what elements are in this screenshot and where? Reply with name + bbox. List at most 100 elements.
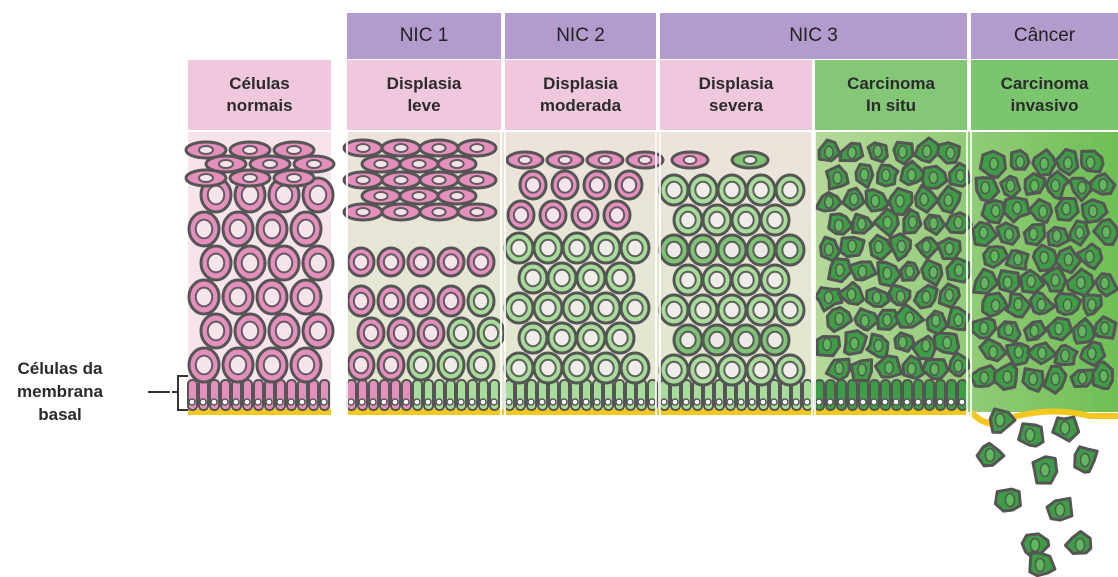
cancer-nucleus — [882, 169, 890, 181]
nucleus — [744, 156, 757, 164]
cancer-nucleus — [980, 372, 988, 384]
cancer-nucleus — [980, 322, 988, 334]
nucleus — [287, 174, 301, 182]
nucleus — [196, 220, 213, 239]
cancer-nucleus — [944, 194, 952, 206]
basal-nucleus — [616, 399, 622, 405]
cancer-nucleus — [905, 312, 913, 324]
basal-nucleus — [550, 399, 556, 405]
basal-nucleus — [211, 399, 217, 405]
nucleus — [298, 288, 315, 307]
nucleus — [230, 220, 247, 239]
basal-nucleus — [403, 399, 409, 405]
basal-nucleus — [561, 399, 567, 405]
basal-nucleus — [782, 399, 788, 405]
basal-nucleus — [299, 399, 305, 405]
nucleus — [782, 242, 797, 259]
nucleus — [310, 322, 327, 341]
cancer-nucleus — [1003, 371, 1011, 383]
nucleus — [753, 302, 768, 319]
nucleus — [724, 182, 739, 199]
cancer-nucleus — [1051, 179, 1059, 191]
basal-nucleus — [937, 399, 943, 405]
nucleus — [470, 208, 483, 216]
cancer-nucleus — [1014, 298, 1022, 310]
basal-nucleus — [277, 399, 283, 405]
nucleus — [276, 186, 293, 205]
cancer-nucleus — [990, 250, 998, 262]
nucleus — [414, 293, 428, 310]
nucleus — [230, 356, 247, 375]
cancer-nucleus — [979, 227, 987, 239]
cancer-nucleus — [885, 362, 893, 374]
cancer-nucleus — [929, 217, 937, 229]
nucleus — [470, 176, 483, 184]
nucleus — [724, 242, 739, 259]
cancer-nucleus — [1055, 504, 1064, 517]
nucleus — [598, 360, 613, 377]
basal-nucleus — [594, 399, 600, 405]
cancer-nucleus — [980, 277, 988, 289]
cancer-nucleus — [873, 292, 881, 304]
cancer-nucleus — [1101, 322, 1109, 334]
nucleus — [695, 242, 710, 259]
nucleus — [540, 360, 555, 377]
nucleus — [738, 212, 753, 229]
cancer-nucleus — [1038, 347, 1046, 359]
nucleus — [356, 208, 369, 216]
nucleus — [540, 240, 555, 257]
nucleus — [666, 302, 681, 319]
basal-nucleus — [370, 399, 376, 405]
cancer-nucleus — [847, 288, 855, 300]
basal-nucleus — [539, 399, 545, 405]
basal-nucleus — [672, 399, 678, 405]
basal-nucleus — [517, 399, 523, 405]
nucleus — [264, 220, 281, 239]
nucleus — [680, 212, 695, 229]
cancer-nucleus — [945, 242, 953, 254]
nucleus — [450, 160, 463, 168]
cancer-nucleus — [898, 146, 906, 158]
basal-nucleus — [627, 399, 633, 405]
basal-nucleus — [638, 399, 644, 405]
cancer-nucleus — [946, 147, 954, 159]
cancer-nucleus — [908, 216, 916, 228]
cancer-nucleus — [955, 264, 963, 276]
basal-nucleus — [255, 399, 261, 405]
nucleus — [384, 254, 398, 269]
cancer-nucleus — [929, 172, 937, 184]
nucleus — [612, 330, 627, 347]
cancer-nucleus — [981, 182, 989, 194]
nucleus — [243, 174, 257, 182]
cancer-nucleus — [1051, 373, 1059, 385]
nucleus — [394, 208, 407, 216]
cancer-nucleus — [1005, 228, 1013, 240]
cancer-nucleus — [896, 195, 904, 207]
cancer-nucleus — [907, 363, 915, 375]
cancer-nucleus — [1085, 251, 1093, 263]
nucleus — [243, 146, 257, 154]
nucleus — [356, 144, 369, 152]
basal-nucleus — [705, 399, 711, 405]
basal-nucleus — [694, 399, 700, 405]
cancer-nucleus — [945, 289, 953, 301]
cancer-nucleus — [1030, 180, 1038, 192]
cancer-nucleus — [896, 291, 904, 303]
cancer-nucleus — [990, 158, 998, 170]
nucleus — [412, 160, 425, 168]
cancer-nucleus — [1078, 372, 1086, 384]
cancer-nucleus — [1060, 422, 1069, 435]
nucleus — [738, 272, 753, 289]
cancer-nucleus — [823, 338, 831, 350]
cancer-nucleus — [1016, 156, 1024, 168]
nucleus — [767, 212, 782, 229]
basal-nucleus — [827, 399, 833, 405]
cancer-nucleus — [858, 266, 866, 278]
nucleus — [470, 144, 483, 152]
basal-nucleus — [506, 399, 512, 405]
basal-nucleus — [222, 399, 228, 405]
basal-nucleus — [425, 399, 431, 405]
cancer-nucleus — [1029, 228, 1037, 240]
nucleus — [782, 182, 797, 199]
